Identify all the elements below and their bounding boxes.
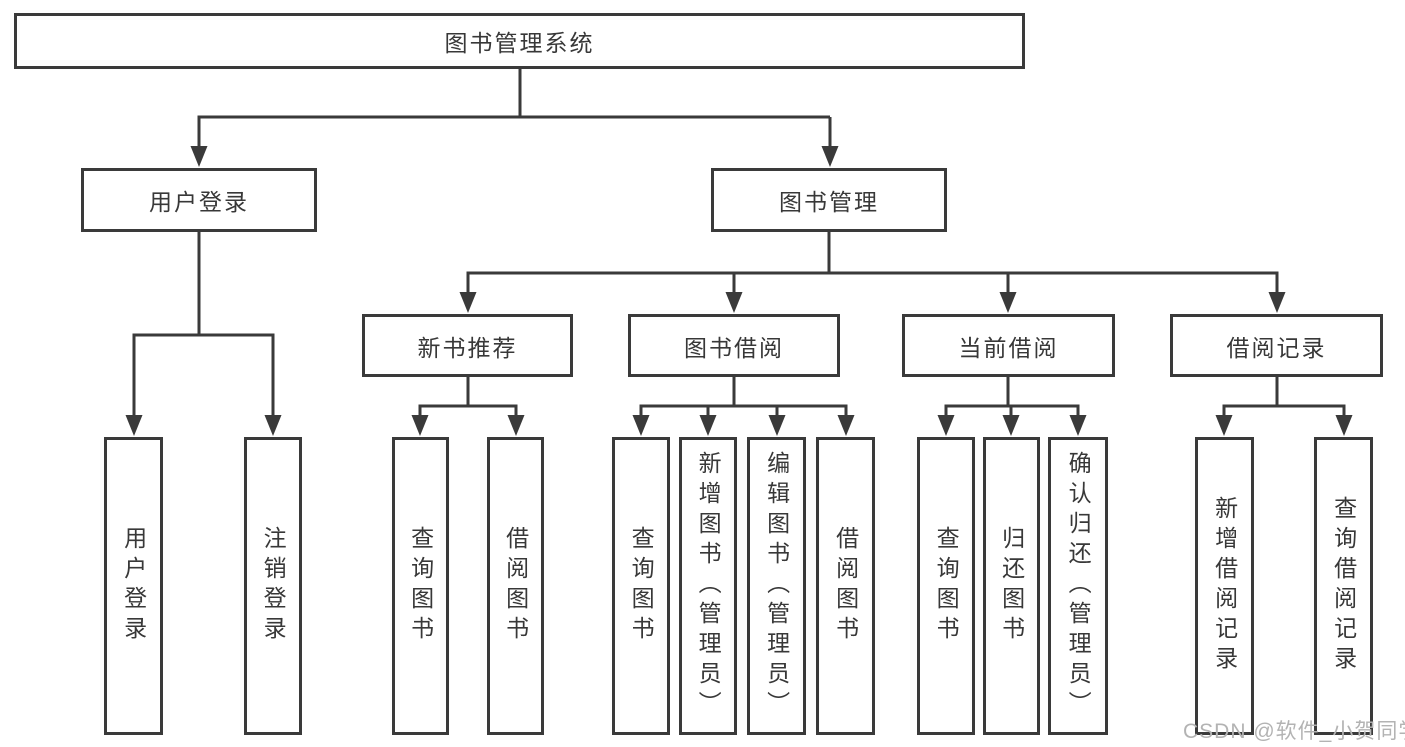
node-book-borrowing: 图书借阅 — [628, 314, 840, 377]
leaf-label: 查询图书 — [407, 526, 434, 646]
leaf-bb-edit-books-admin: 编辑图书（管理员） — [747, 437, 806, 735]
node-book-management: 图书管理 — [711, 168, 947, 232]
leaf-cb-query-books: 查询图书 — [917, 437, 975, 735]
leaf-br-query-borrow-record: 查询借阅记录 — [1314, 437, 1373, 735]
leaf-label: 新增图书（管理员） — [695, 451, 722, 721]
node-library-system: 图书管理系统 — [14, 13, 1025, 69]
leaf-label: 借阅图书 — [832, 526, 859, 646]
node-user-login: 用户登录 — [81, 168, 317, 232]
leaf-nb-query-books: 查询图书 — [392, 437, 449, 735]
leaf-label: 用户登录 — [120, 526, 147, 646]
leaf-label: 新增借阅记录 — [1211, 496, 1238, 676]
leaf-bb-query-books: 查询图书 — [612, 437, 670, 735]
leaf-label: 确认归还（管理员） — [1065, 451, 1092, 721]
watermark: CSDN @软件_小贺同学 — [1183, 720, 1405, 743]
leaf-br-add-borrow-record: 新增借阅记录 — [1195, 437, 1254, 735]
leaf-cb-return-books: 归还图书 — [983, 437, 1040, 735]
arrowhead-icons — [125, 146, 1353, 436]
leaf-label: 查询借阅记录 — [1330, 496, 1357, 676]
node-new-book-recommend: 新书推荐 — [362, 314, 573, 377]
leaf-label: 编辑图书（管理员） — [763, 451, 790, 721]
leaf-cb-confirm-return-admin: 确认归还（管理员） — [1048, 437, 1108, 735]
leaf-bb-add-books-admin: 新增图书（管理员） — [679, 437, 737, 735]
leaf-label: 查询图书 — [933, 526, 960, 646]
leaf-nb-borrow-books: 借阅图书 — [487, 437, 544, 735]
leaf-label: 归还图书 — [998, 526, 1025, 646]
leaf-logout-login: 注销登录 — [244, 437, 302, 735]
leaf-label: 注销登录 — [260, 526, 287, 646]
leaf-label: 查询图书 — [628, 526, 655, 646]
node-current-borrowing: 当前借阅 — [902, 314, 1115, 377]
leaf-user-login: 用户登录 — [104, 437, 163, 735]
node-borrowing-records: 借阅记录 — [1170, 314, 1383, 377]
leaf-bb-borrow-books: 借阅图书 — [816, 437, 875, 735]
leaf-label: 借阅图书 — [502, 526, 529, 646]
